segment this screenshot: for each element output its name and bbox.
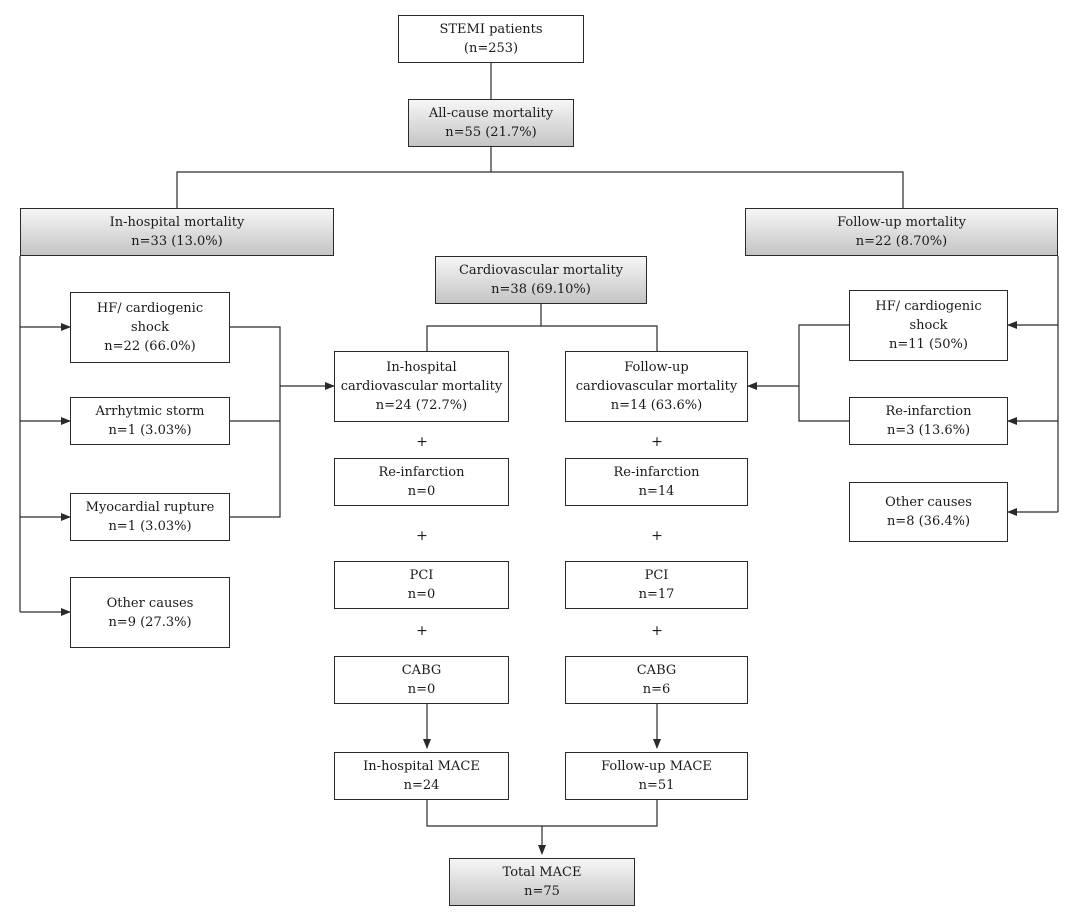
follow-up-cv-mortality-box: Follow-up cardiovascular mortality n=14 … — [565, 351, 748, 422]
in-hospital-mortality-title: In-hospital mortality — [109, 215, 245, 230]
right-other-label: Other causes — [885, 495, 972, 510]
ih-plus-2: + — [416, 528, 428, 544]
cardiovascular-mortality-count: n=38 (69.10%) — [491, 282, 591, 297]
fu-cv-label-2: cardiovascular mortality — [575, 379, 738, 394]
left-arrhythmic-count: n=1 (3.03%) — [108, 423, 192, 438]
follow-up-reinfarction-box: Re-infarction n=14 — [565, 458, 748, 506]
fu-plus-1: + — [651, 434, 663, 450]
left-other-count: n=9 (27.3%) — [108, 614, 192, 630]
follow-up-mace-box: Follow-up MACE n=51 — [565, 752, 748, 800]
left-myocardial-rupture-box: Myocardial rupture n=1 (3.03%) — [70, 493, 230, 541]
fu-cv-label: Follow-up — [624, 360, 689, 375]
ih-mace-count: n=24 — [403, 778, 440, 793]
in-hospital-cv-mortality-box: In-hospital cardiovascular mortality n=2… — [334, 351, 509, 422]
all-cause-count: n=55 (21.7%) — [445, 125, 537, 140]
right-reinfarction-count: n=3 (13.6%) — [886, 423, 971, 438]
left-arrhythmic-storm-box: Arrhytmic storm n=1 (3.03%) — [70, 397, 230, 445]
allcause-split-line — [176, 147, 492, 208]
ih-reinfarction-count: n=0 — [407, 484, 436, 499]
ih-mace-label: In-hospital MACE — [363, 759, 480, 774]
ih-cabg-count: n=0 — [407, 682, 436, 697]
mace-join-line — [426, 800, 658, 827]
ih-cv-count: n=24 (72.7%) — [375, 398, 468, 413]
fu-cv-count: n=14 (63.6%) — [610, 398, 703, 413]
left-hf-label: HF/ cardiogenic — [96, 301, 204, 316]
all-cause-mortality-box: All-cause mortality n=55 (21.7%) — [408, 99, 574, 147]
cardiovascular-mortality-title: Cardiovascular mortality — [458, 263, 624, 278]
right-hf-label: HF/ cardiogenic — [875, 299, 982, 314]
ih-cv-label: In-hospital — [386, 360, 457, 375]
total-mace-label: Total MACE — [502, 865, 582, 880]
ih-reinfarction-label: Re-infarction — [378, 465, 465, 480]
right-other-count: n=8 (36.4%) — [886, 514, 971, 529]
stemi-title: STEMI patients — [439, 22, 543, 37]
fu-plus-2: + — [651, 528, 663, 544]
fu-plus-3: + — [651, 623, 663, 639]
in-hospital-mortality-count: n=33 (13.0%) — [131, 234, 223, 249]
left-hf-label-2: shock — [130, 320, 170, 335]
fu-mace-count: n=51 — [638, 778, 675, 793]
left-rupture-label: Myocardial rupture — [85, 500, 215, 515]
fu-pci-count: n=17 — [638, 587, 675, 602]
follow-up-cabg-box: CABG n=6 — [565, 656, 748, 704]
total-mace-count: n=75 — [524, 884, 560, 899]
left-rupture-count: n=1 (3.03%) — [108, 519, 192, 534]
total-mace-box: Total MACE n=75 — [449, 858, 635, 906]
fu-pci-label: PCI — [644, 568, 669, 583]
follow-up-mortality-box: Follow-up mortality n=22 (8.70%) — [745, 208, 1058, 256]
r-hf-to-merge — [798, 324, 849, 422]
all-cause-title: All-cause mortality — [428, 106, 554, 121]
left-arrhythmic-label: Arrhytmic storm — [95, 404, 205, 419]
ih-cabg-label: CABG — [401, 663, 442, 678]
ih-plus-3: + — [416, 623, 428, 639]
ih-cv-label-2: cardiovascular mortality — [340, 379, 503, 394]
right-hf-count: n=11 (50%) — [889, 337, 968, 352]
left-hf-count: n=22 (66.0%) — [104, 339, 196, 354]
right-hf-label-2: shock — [909, 318, 948, 333]
fu-cabg-label: CABG — [636, 663, 677, 678]
ih-plus-1: + — [416, 434, 428, 450]
left-hf-cardiogenic-shock-box: HF/ cardiogenic shock n=22 (66.0%) — [70, 292, 230, 363]
cv-split-line — [426, 304, 542, 351]
fu-cabg-count: n=6 — [642, 682, 671, 697]
ih-pci-count: n=0 — [407, 587, 436, 602]
fu-mace-label: Follow-up MACE — [601, 759, 712, 774]
in-hospital-mace-box: In-hospital MACE n=24 — [334, 752, 509, 800]
right-hf-cardiogenic-shock-box: HF/ cardiogenic shock n=11 (50%) — [849, 290, 1008, 361]
in-hospital-pci-box: PCI n=0 — [334, 561, 509, 609]
left-other-label: Other causes — [106, 595, 194, 611]
stemi-count: (n=253) — [463, 41, 519, 56]
in-hospital-cabg-box: CABG n=0 — [334, 656, 509, 704]
right-re-infarction-box: Re-infarction n=3 (13.6%) — [849, 397, 1008, 445]
right-other-causes-box: Other causes n=8 (36.4%) — [849, 482, 1008, 542]
in-hospital-reinfarction-box: Re-infarction n=0 — [334, 458, 509, 506]
stemi-patients-box: STEMI patients (n=253) — [398, 15, 584, 63]
allcause-right-line — [491, 171, 904, 208]
fu-reinfarction-count: n=14 — [638, 484, 675, 499]
l-hf-to-merge — [230, 326, 281, 518]
in-hospital-mortality-box: In-hospital mortality n=33 (13.0%) — [20, 208, 334, 256]
ih-pci-label: PCI — [409, 568, 434, 583]
follow-up-mortality-count: n=22 (8.70%) — [855, 234, 948, 249]
right-reinfarction-label: Re-infarction — [885, 404, 972, 419]
follow-up-pci-box: PCI n=17 — [565, 561, 748, 609]
follow-up-mortality-title: Follow-up mortality — [837, 215, 966, 230]
left-other-causes-box: Other causes n=9 (27.3%) — [70, 577, 230, 648]
fu-reinfarction-label: Re-infarction — [613, 465, 700, 480]
cardiovascular-mortality-box: Cardiovascular mortality n=38 (69.10%) — [435, 256, 647, 304]
cv-right-line — [541, 325, 658, 351]
